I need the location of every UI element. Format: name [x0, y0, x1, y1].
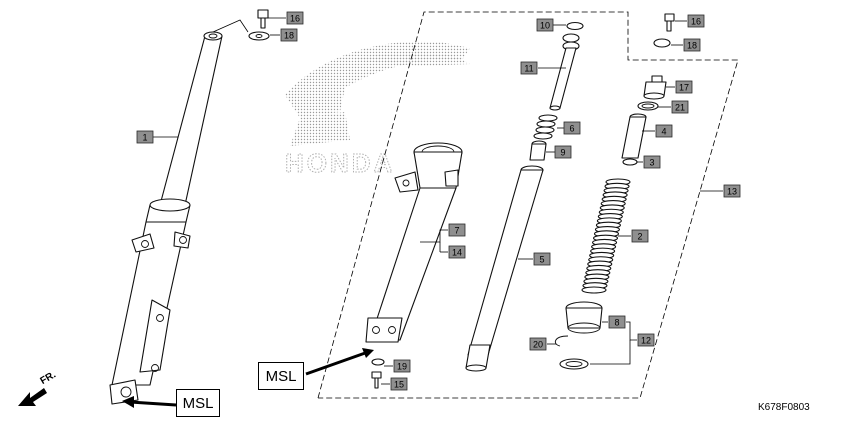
callout-7: 7: [448, 223, 466, 237]
callout-16: 16: [687, 14, 705, 28]
callout-number: 18: [687, 41, 697, 51]
oil-seal-drawing: [554, 301, 603, 370]
callout-9: 9: [554, 145, 572, 159]
inner-tube-drawing: [465, 165, 544, 372]
callout-number: 8: [614, 318, 619, 328]
callout-number: 10: [540, 21, 550, 31]
callout-number: 9: [560, 148, 565, 158]
callout-15: 15: [390, 377, 408, 391]
callout-4: 4: [655, 124, 673, 138]
callout-21: 21: [671, 100, 689, 114]
callout-number: 17: [679, 83, 689, 93]
callout-number: 16: [691, 17, 701, 27]
callout-18: 18: [683, 38, 701, 52]
callout-2: 2: [631, 229, 649, 243]
msl-arrow-right: [305, 348, 374, 376]
msl-callout-left: MSL: [176, 389, 220, 417]
callout-number: 6: [569, 124, 574, 134]
callout-16: 16: [286, 11, 304, 25]
callout-number: 1: [142, 133, 147, 143]
msl-callout-right: MSL: [258, 362, 304, 390]
callout-10: 10: [536, 18, 554, 32]
callout-number: 20: [533, 340, 543, 350]
callout-11: 11: [520, 61, 538, 75]
callout-17: 17: [675, 80, 693, 94]
callout-number: 5: [539, 255, 544, 265]
callout-number: 7: [454, 226, 459, 236]
damper-rod-drawing: [549, 21, 584, 111]
fork-spring-drawing: [581, 178, 631, 294]
fork-assembly-drawing: [109, 31, 223, 405]
drain-bolt-drawing: [371, 358, 385, 389]
callout-number: 12: [641, 336, 651, 346]
honda-wing-watermark: HONDA: [285, 41, 470, 179]
callout-20: 20: [529, 337, 547, 351]
callout-5: 5: [533, 252, 551, 266]
callout-18: 18: [280, 28, 298, 42]
callout-number: 4: [661, 127, 666, 137]
callout-19: 19: [393, 359, 411, 373]
outer-slider-drawing: [365, 142, 463, 343]
callout-number: 15: [394, 380, 404, 390]
assembly-group-boundary: [317, 11, 739, 399]
callout-number: 13: [727, 187, 737, 197]
callout-number: 2: [637, 232, 642, 242]
callout-3: 3: [643, 155, 661, 169]
fork-bolt-drawing-right: [653, 13, 675, 48]
callout-number: 21: [675, 103, 685, 113]
callout-number: 18: [284, 31, 294, 41]
callout-8: 8: [608, 315, 626, 329]
front-direction-arrow: [18, 388, 47, 406]
leader-lines: [153, 17, 723, 385]
fork-bolt-drawing-left: [248, 9, 270, 41]
msl-arrow-left: [122, 396, 177, 408]
honda-wordmark: HONDA: [285, 148, 395, 178]
msl-label-right: MSL: [265, 367, 297, 385]
callout-13: 13: [723, 184, 741, 198]
callout-12: 12: [637, 333, 655, 347]
callout-14: 14: [448, 245, 466, 259]
callout-number: 19: [397, 362, 407, 372]
fork-cap-drawing: [637, 75, 667, 111]
callout-number: 16: [290, 14, 300, 24]
spacer-drawing: [621, 113, 647, 166]
diagram-code: K678F0803: [758, 402, 810, 413]
callout-1: 1: [136, 130, 154, 144]
callout-number: 14: [452, 248, 462, 258]
callout-6: 6: [563, 121, 581, 135]
oil-lock-piece-drawing: [529, 140, 547, 161]
rebound-spring-drawing: [533, 114, 558, 140]
msl-label-left: MSL: [182, 394, 214, 412]
callout-number: 3: [649, 158, 654, 168]
callout-number: 11: [524, 64, 533, 74]
